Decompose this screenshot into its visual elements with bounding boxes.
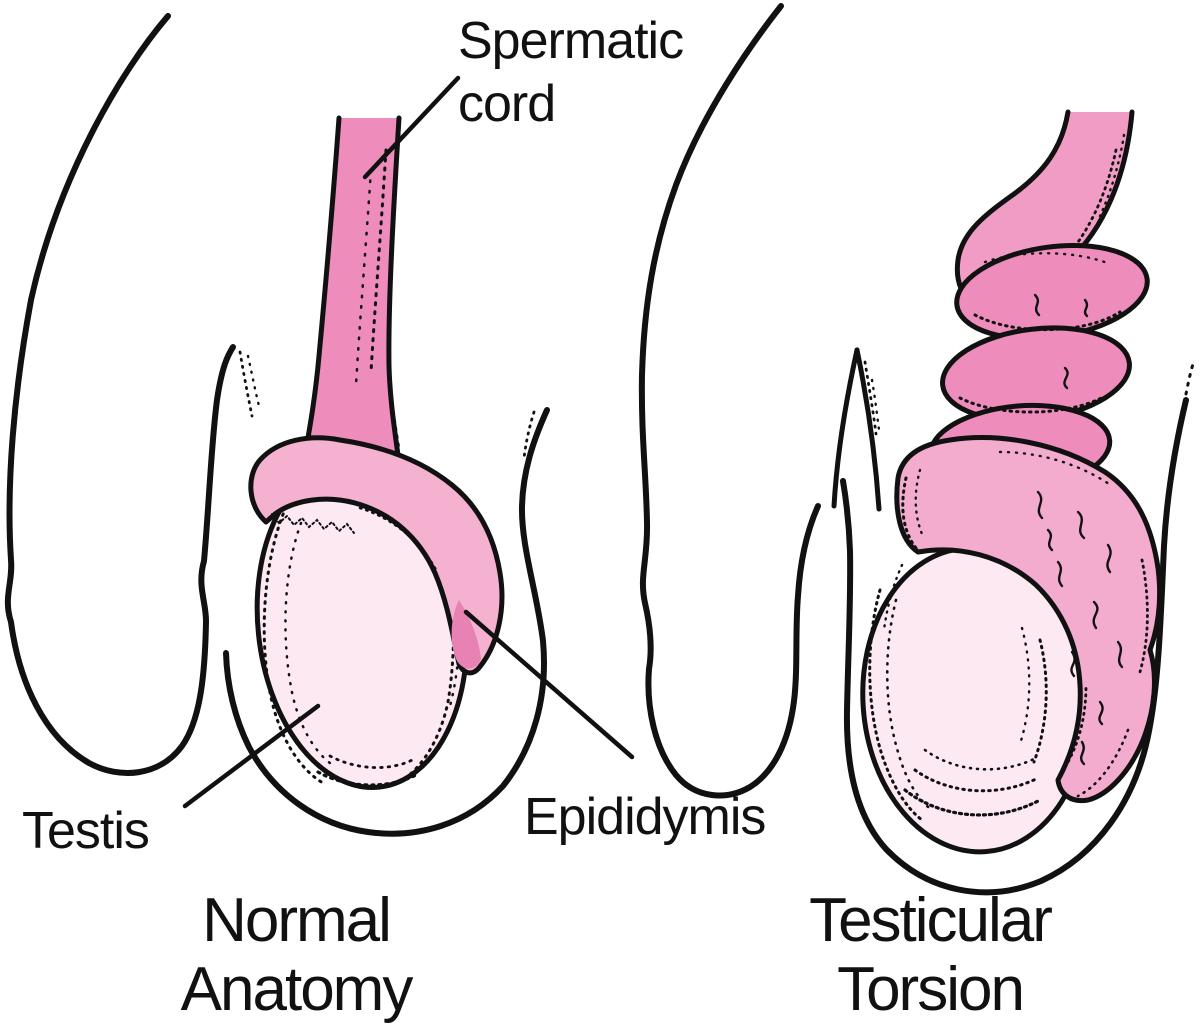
epididymis-shape (248, 435, 505, 676)
swollen-epididymis-shape (894, 435, 1163, 804)
label-epididymis: Epididymis (524, 788, 766, 846)
normal-anatomy-figure (4, 13, 635, 837)
right-scrotum-outline (840, 397, 1189, 896)
title-testicular-torsion: Testicular Torsion (809, 886, 1053, 1024)
right-body-outline (638, 3, 821, 799)
spermatic-cord-shape (302, 115, 403, 473)
twisted-spermatic-cord-shape (927, 109, 1150, 494)
right-inguinal-fold (831, 347, 882, 512)
spermatic-cord-leader-line (362, 75, 461, 180)
title-normal-anatomy: Normal Anatomy (180, 886, 414, 1024)
testicular-torsion-figure (638, 3, 1195, 896)
testis-leader-line (182, 703, 321, 809)
epididymis-leader-line (463, 609, 635, 760)
left-body-outline (4, 13, 236, 776)
left-scrotum-outline (223, 407, 550, 837)
label-spermatic-cord: Spermatic cord (458, 12, 684, 134)
label-testis: Testis (22, 802, 150, 860)
